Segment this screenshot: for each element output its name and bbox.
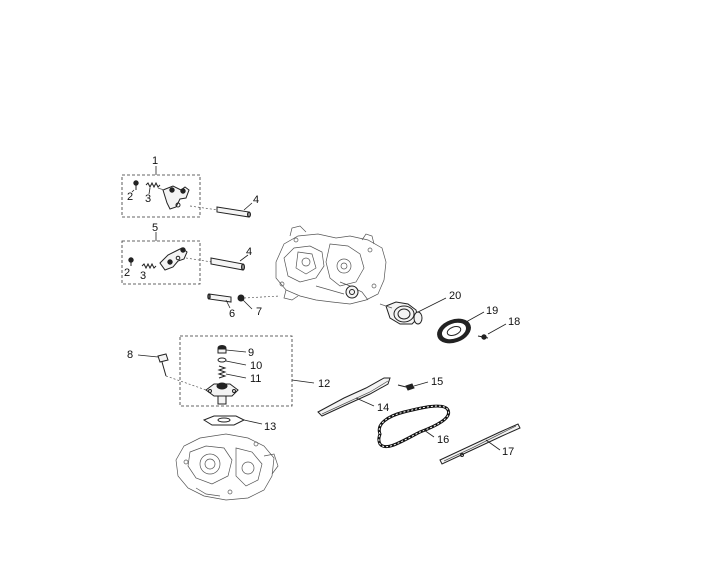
part-6-pin <box>207 293 232 303</box>
callout-19: 19 <box>486 305 498 317</box>
callout-3-lower: 3 <box>140 270 146 282</box>
callout-16: 16 <box>437 434 449 446</box>
part-3-spring <box>145 181 161 189</box>
group-1-box <box>121 174 201 218</box>
callout-12: 12 <box>318 378 330 390</box>
part-18-bolt <box>477 334 489 340</box>
callout-10: 10 <box>250 360 262 372</box>
callout-8: 8 <box>127 349 133 361</box>
callout-9: 9 <box>248 347 254 359</box>
cylinder-head <box>175 433 279 501</box>
part-7-washer <box>237 294 281 302</box>
part-14-chain-guide <box>317 377 391 417</box>
assembly-group-1: 1 2 3 4 <box>121 155 259 218</box>
callout-6: 6 <box>229 308 235 320</box>
callout-7: 7 <box>256 306 262 318</box>
selector-lever-upper <box>157 185 190 210</box>
callout-20: 20 <box>449 290 461 302</box>
part-15-bolt <box>397 383 415 391</box>
callout-2-upper: 2 <box>127 191 133 203</box>
part-17-chain-guide <box>439 423 521 465</box>
part-11-spring <box>217 365 227 379</box>
crankcase-housing <box>275 225 387 305</box>
part-4-shaft-lower <box>210 257 245 271</box>
callout-18: 18 <box>508 316 520 328</box>
part-9-cap <box>217 345 227 354</box>
selector-lever-lower <box>159 247 188 271</box>
callout-4-upper: 4 <box>253 194 259 206</box>
assembly-group-12: 12 9 10 11 <box>179 335 330 407</box>
part-13-gasket <box>202 415 246 426</box>
callout-14: 14 <box>377 402 389 414</box>
part-2-pin <box>133 180 139 190</box>
part-8-bolt <box>157 353 207 391</box>
callout-15: 15 <box>431 376 443 388</box>
part-19-gear <box>437 318 471 344</box>
part-16-timing-chain <box>377 404 451 449</box>
assembly-group-5: 5 2 3 4 <box>121 222 252 285</box>
callout-13: 13 <box>264 421 276 433</box>
callout-3-upper: 3 <box>145 193 151 205</box>
callout-1: 1 <box>152 155 158 167</box>
group-12-box <box>179 335 293 407</box>
group-5-box <box>121 240 201 285</box>
part-10-oring <box>217 357 227 363</box>
callout-17: 17 <box>502 446 514 458</box>
part-20-drive-assembly <box>379 301 423 325</box>
part-3-spring-lower <box>141 262 157 270</box>
callout-11: 11 <box>250 373 261 385</box>
part-4-shaft-upper <box>216 206 251 218</box>
tensioner-body <box>205 382 239 405</box>
callout-4-lower: 4 <box>246 246 252 258</box>
callout-5: 5 <box>152 222 158 234</box>
part-2-pin-lower <box>128 257 134 266</box>
callout-2-lower: 2 <box>124 267 130 279</box>
